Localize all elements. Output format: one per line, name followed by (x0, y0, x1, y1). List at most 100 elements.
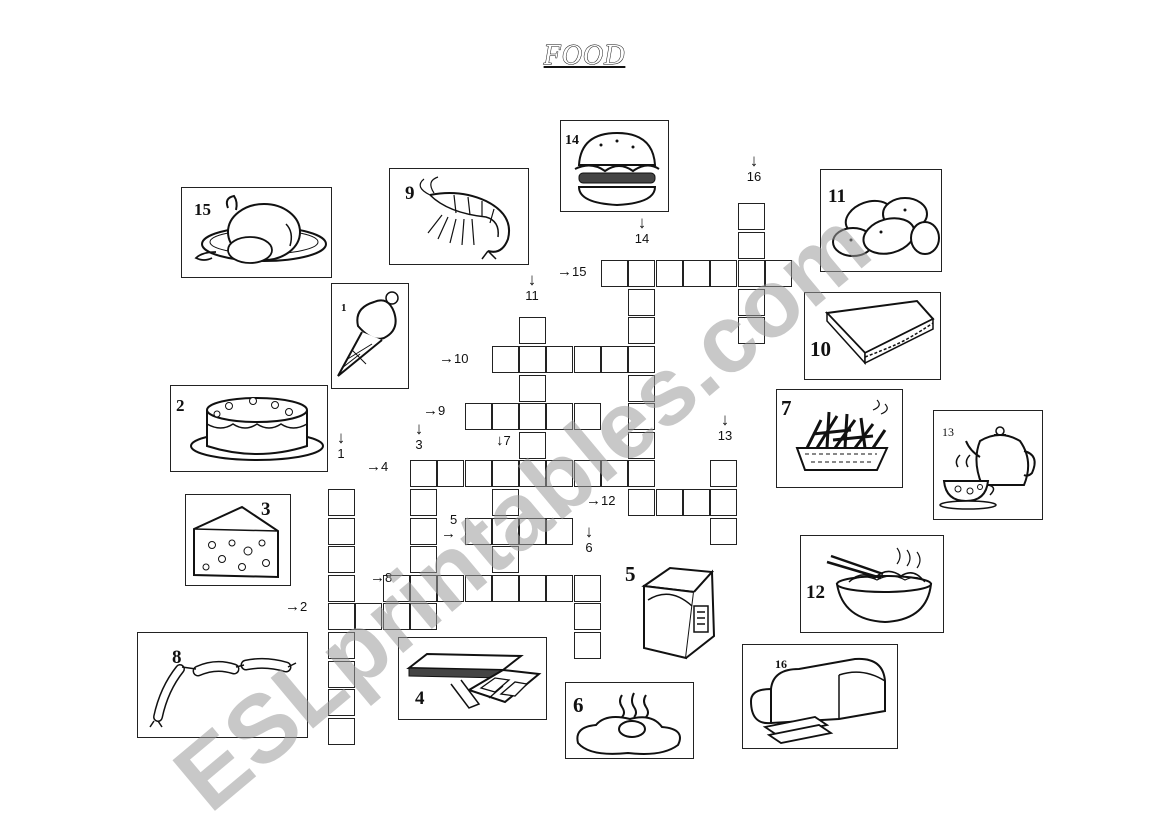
crossword-cell[interactable] (737, 260, 765, 288)
crossword-cell[interactable] (491, 574, 519, 602)
crossword-cell[interactable] (519, 374, 547, 402)
potatoes-icon (832, 197, 940, 257)
crossword-cell[interactable] (655, 489, 683, 516)
crossword-cell[interactable] (655, 260, 683, 288)
crossword-cell[interactable] (573, 346, 601, 373)
crossword-cell[interactable] (437, 574, 465, 602)
crossword-cell[interactable] (682, 260, 710, 288)
sausages-icon (149, 657, 297, 728)
crossword-cell[interactable] (737, 203, 765, 230)
crossword-cell[interactable] (328, 660, 355, 688)
crossword-cell[interactable] (573, 403, 601, 431)
crossword-cell[interactable] (491, 489, 519, 516)
picture-number: 16 (775, 657, 787, 671)
crossword-cell[interactable] (628, 288, 656, 316)
clue-down-6: ↓6 (584, 522, 594, 555)
crossword-cell[interactable] (601, 346, 628, 373)
crossword-cell[interactable] (437, 460, 465, 488)
clue-across-5: 5→ (441, 512, 458, 542)
crossword-cell[interactable] (628, 403, 656, 431)
crossword-cell[interactable] (491, 346, 519, 373)
crossword-cell[interactable] (491, 546, 519, 574)
crossword-cell[interactable] (328, 717, 355, 745)
crossword-cell[interactable] (601, 460, 628, 488)
picture-number: 7 (781, 396, 792, 420)
crossword-cell[interactable] (519, 403, 547, 431)
picture-number: 15 (194, 200, 211, 219)
crossword-cell[interactable] (519, 574, 547, 602)
crossword-cell[interactable] (409, 574, 437, 602)
picture-number: 10 (810, 337, 831, 361)
crossword-cell[interactable] (573, 460, 601, 488)
crossword-cell[interactable] (682, 489, 710, 516)
crossword-cell[interactable] (546, 517, 574, 545)
crossword-cell[interactable] (519, 431, 547, 459)
crossword-cell[interactable] (519, 517, 547, 545)
crossword-cell[interactable] (328, 603, 355, 631)
crossword-cell[interactable] (519, 346, 547, 373)
clue-down-3: ↓3 (414, 419, 424, 452)
clue-down-11: ↓11 (525, 270, 539, 303)
crossword-cell[interactable] (328, 632, 355, 659)
crossword-cell[interactable] (628, 460, 656, 488)
crossword-cell[interactable] (737, 288, 765, 316)
crossword-cell[interactable] (409, 489, 437, 516)
crossword-cell[interactable] (382, 603, 410, 631)
crossword-cell[interactable] (710, 260, 738, 288)
crossword-cell[interactable] (573, 603, 601, 631)
hamburger-icon (574, 131, 660, 207)
crossword-cell[interactable] (737, 317, 765, 345)
crossword-cell[interactable] (464, 574, 492, 602)
crossword-cell[interactable] (328, 517, 355, 545)
crossword-cell[interactable] (628, 431, 656, 459)
crossword-cell[interactable] (409, 546, 437, 574)
cheese-icon (193, 505, 279, 579)
crossword-cell[interactable] (491, 460, 519, 488)
crossword-cell[interactable] (355, 603, 383, 631)
crossword-cell[interactable] (328, 489, 355, 516)
crossword-cell[interactable] (491, 517, 519, 545)
crossword-cell[interactable] (628, 260, 656, 288)
clue-across-8: →8 (370, 569, 393, 586)
crossword-cell[interactable] (328, 689, 355, 717)
crossword-cell[interactable] (519, 460, 547, 488)
crossword-cell[interactable] (464, 517, 492, 545)
crossword-cell[interactable] (464, 403, 492, 431)
crossword-cell[interactable] (737, 231, 765, 259)
crossword-cell[interactable] (710, 517, 738, 545)
crossword-cell[interactable] (409, 603, 437, 631)
crossword-cell[interactable] (573, 574, 601, 602)
crossword-cell[interactable] (328, 574, 355, 602)
crossword-cell[interactable] (464, 460, 492, 488)
picture-number: 5 (625, 562, 636, 586)
crossword-cell[interactable] (628, 489, 656, 516)
picture-milk-5: 5 (622, 556, 727, 666)
crossword-cell[interactable] (491, 403, 519, 431)
picture-egg-6: 6 (565, 682, 694, 759)
crossword-cell[interactable] (628, 346, 656, 373)
crossword-cell[interactable] (546, 346, 574, 373)
crossword-cell[interactable] (519, 317, 547, 345)
picture-chips-7: 7 (776, 389, 903, 488)
crossword-cell[interactable] (710, 460, 738, 488)
picture-shrimp-9: 9 (389, 168, 529, 265)
crossword-cell[interactable] (628, 317, 656, 345)
clue-down-16: ↓16 (746, 151, 762, 184)
crossword-cell[interactable] (546, 403, 574, 431)
sandwich-icon (824, 299, 935, 365)
fried-egg-icon (576, 692, 681, 755)
crossword-cell[interactable] (409, 460, 437, 488)
crossword-cell[interactable] (382, 574, 410, 602)
crossword-cell[interactable] (546, 574, 574, 602)
crossword-cell[interactable] (628, 374, 656, 402)
crossword-cell[interactable] (601, 260, 628, 288)
crossword-cell[interactable] (573, 632, 601, 659)
crossword-cell[interactable] (409, 517, 437, 545)
clue-down-7: ↓7 (496, 432, 511, 449)
crossword-cell[interactable] (764, 260, 792, 288)
crossword-cell[interactable] (710, 489, 738, 516)
picture-bread-16: 16 (742, 644, 898, 749)
milk-carton-icon (641, 566, 716, 660)
crossword-cell[interactable] (328, 546, 355, 574)
crossword-cell[interactable] (546, 460, 574, 488)
